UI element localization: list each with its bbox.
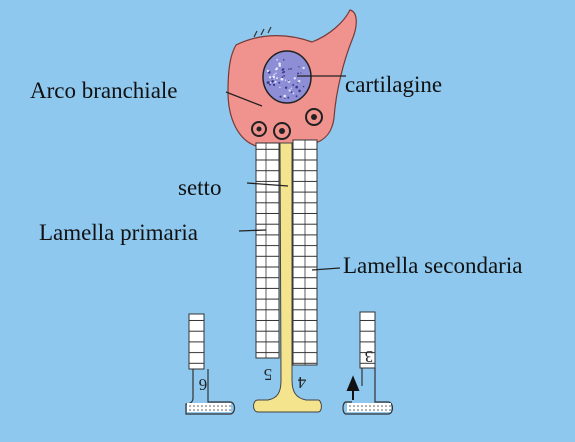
insert-left-stack xyxy=(188,313,205,370)
arch-marks xyxy=(253,26,272,38)
lamella-stack-left xyxy=(255,142,280,359)
leader-septum xyxy=(246,182,289,187)
digit-5: 5 xyxy=(264,365,273,384)
label-cartilagine: cartilagine xyxy=(345,72,443,97)
insert-left-base xyxy=(185,369,236,415)
digit-6: 6 xyxy=(199,375,208,394)
flow-arrow-icon xyxy=(346,375,360,400)
label-lamella-secondaria: Lamella secondaria xyxy=(343,253,523,278)
leader-secondary xyxy=(311,267,341,271)
digit-4: 4 xyxy=(297,373,306,392)
septum xyxy=(253,142,322,413)
label-setto: setto xyxy=(178,175,222,200)
cartilage-texture xyxy=(266,58,305,100)
leader-arch xyxy=(225,91,263,107)
digit-3: 3 xyxy=(365,347,374,366)
label-lamella-primaria: Lamella primaria xyxy=(39,220,199,245)
insert-right-base xyxy=(342,368,394,415)
leader-primary xyxy=(238,229,267,232)
insert-right-stack xyxy=(359,311,376,369)
label-arco-branchiale: Arco branchiale xyxy=(30,78,178,103)
